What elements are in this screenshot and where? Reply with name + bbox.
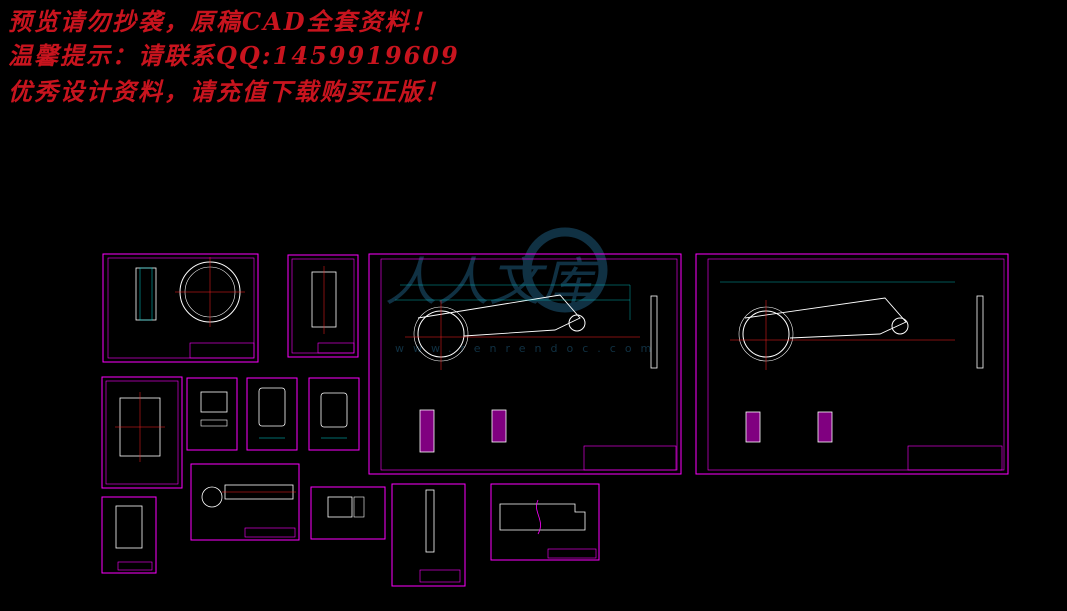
notice-line-2: 温馨提示：请联系QQ:1459919609 bbox=[8, 41, 460, 70]
notice-line-3: 优秀设计资料，请充值下载购买正版！ bbox=[8, 77, 450, 106]
drawing-sheet-shaft bbox=[287, 254, 359, 358]
drawing-sheet-plate bbox=[101, 376, 183, 489]
drawing-sheet-cover bbox=[101, 496, 157, 574]
notice-line-1: 预览请勿抄袭，原稿CAD全套资料！ bbox=[8, 7, 437, 36]
watermark-url: www.renrendoc.com bbox=[395, 342, 660, 355]
watermark-logo-ring bbox=[522, 227, 608, 313]
drawing-sheet-small-3 bbox=[308, 377, 360, 451]
drawing-sheet-lever-1 bbox=[368, 253, 682, 475]
drawing-sheet-rod bbox=[391, 483, 466, 587]
drawing-sheet-ring bbox=[102, 253, 259, 363]
drawing-sheet-lever-2 bbox=[695, 253, 1009, 475]
watermark: 人人文库 www.renrendoc.com bbox=[385, 227, 660, 355]
drawing-sheet-small-1 bbox=[186, 377, 238, 451]
drawing-sheet-pin bbox=[190, 463, 300, 541]
watermark-brand: 人人文库 bbox=[385, 253, 601, 313]
drawing-sheet-slot-plate bbox=[490, 483, 600, 561]
drawing-sheet-small-2 bbox=[246, 377, 298, 451]
drawing-sheet-bracket bbox=[310, 486, 386, 540]
